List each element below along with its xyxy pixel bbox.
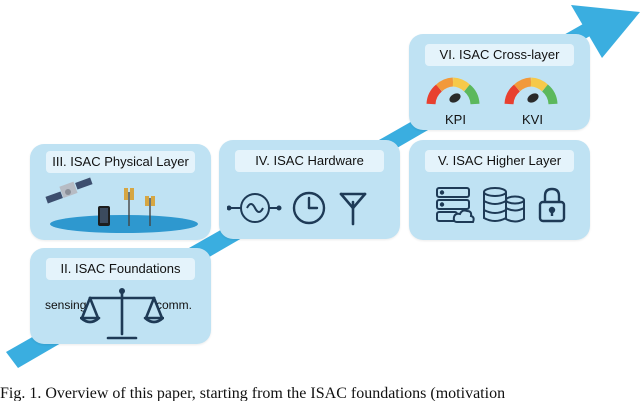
lock-icon (538, 187, 566, 223)
satellite-icon (45, 177, 93, 204)
server-cloud-icon (436, 187, 475, 223)
sensing-label: sensing (45, 298, 87, 312)
panel-higher: V. ISAC Higher Layer (409, 140, 590, 240)
comm-label: comm. (156, 298, 192, 312)
panel-foundations: II. ISAC Foundations sensing comm. (30, 248, 211, 344)
clock-icon (292, 191, 326, 225)
panel-higher-title: V. ISAC Higher Layer (425, 150, 574, 172)
higher-layer-icons (436, 187, 566, 223)
panel-crosslayer-title: VI. ISAC Cross-layer (425, 44, 574, 66)
kpi-gauge (426, 77, 480, 105)
kvi-gauge (504, 77, 558, 105)
kvi-label: KVI (522, 112, 543, 127)
kpi-label: KPI (445, 112, 466, 127)
panel-physical: III. ISAC Physical Layer (30, 144, 211, 240)
phone-icon (98, 206, 110, 226)
database-icon (483, 187, 525, 223)
oscillator-icon (227, 193, 282, 223)
physical-layer-scene (45, 177, 198, 233)
hardware-icons (227, 191, 367, 226)
panel-crosslayer: VI. ISAC Cross-layer KPI KVI (409, 34, 590, 130)
figure-caption: Fig. 1. Overview of this paper, starting… (0, 385, 506, 401)
gauge-icon (426, 77, 558, 105)
base-station-icon (124, 188, 155, 226)
panel-hardware-title: IV. ISAC Hardware (235, 150, 384, 172)
scale-icon (80, 288, 164, 340)
panel-foundations-title: II. ISAC Foundations (46, 258, 195, 280)
antenna-icon (339, 192, 367, 226)
panel-hardware: IV. ISAC Hardware (219, 140, 400, 239)
panel-physical-title: III. ISAC Physical Layer (46, 151, 195, 173)
ground-ellipse (50, 215, 198, 233)
arrow-head (571, 5, 640, 58)
